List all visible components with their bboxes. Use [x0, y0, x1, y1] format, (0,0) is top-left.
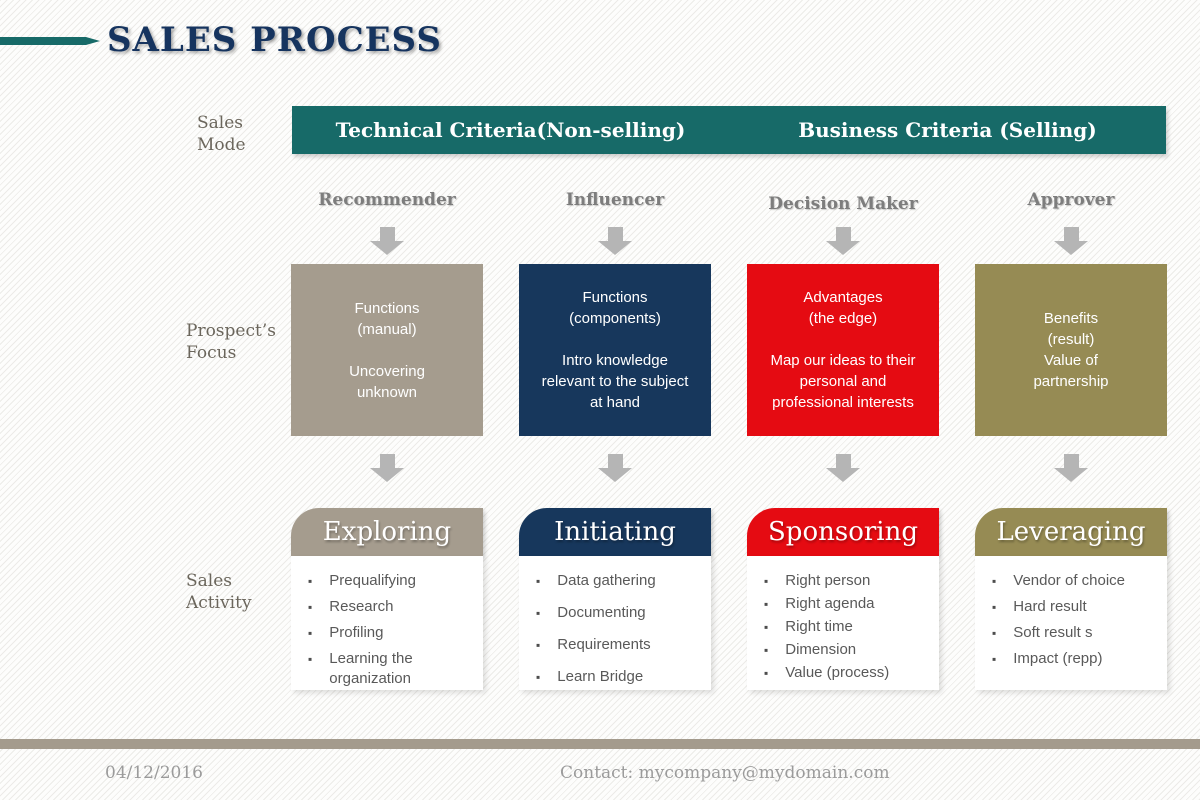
footer-date: 04/12/2016: [105, 763, 203, 783]
down-arrow-icon: [370, 454, 404, 482]
stage-header-exploring: Exploring: [291, 508, 483, 556]
focus-box: Advantages (the edge) Map our ideas to t…: [747, 264, 939, 436]
row-label-sales-activity: Sales Activity: [186, 571, 252, 613]
column-influencer: Influencer Functions (components) Intro …: [519, 0, 711, 800]
down-arrow-icon: [370, 227, 404, 255]
role-label: Decision Maker: [768, 194, 918, 214]
focus-box: Functions (manual) Uncovering unknown: [291, 264, 483, 436]
activity-panel: Prequalifying Research Profiling Learnin…: [291, 556, 483, 690]
activity-item: Right time: [764, 617, 931, 637]
activity-item: Profiling: [308, 623, 475, 643]
activity-list: Data gathering Documenting Requirements …: [536, 571, 703, 687]
column-approver: Approver Benefits (result) Value of part…: [975, 0, 1167, 800]
down-arrow-icon: [826, 227, 860, 255]
column-recommender: Recommender Functions (manual) Uncoverin…: [291, 0, 483, 800]
down-arrow-icon: [598, 454, 632, 482]
banner-technical-criteria: Technical Criteria(Non-selling): [335, 118, 686, 142]
activity-item: Learning the organization: [308, 649, 475, 689]
activity-list: Right person Right agenda Right time Dim…: [764, 571, 931, 683]
footer-divider-bar: [0, 739, 1200, 749]
column-decision-maker: Decision Maker Advantages (the edge) Map…: [747, 0, 939, 800]
page-title: SALES PROCESS: [107, 20, 442, 60]
activity-item: Hard result: [992, 597, 1159, 617]
down-arrow-icon: [598, 227, 632, 255]
focus-box: Benefits (result) Value of partnership: [975, 264, 1167, 436]
activity-item: Documenting: [536, 603, 703, 623]
focus-box: Functions (components) Intro knowledge r…: [519, 264, 711, 436]
row-label-sales-mode: Sales Mode: [197, 113, 246, 155]
activity-item: Research: [308, 597, 475, 617]
activity-item: Vendor of choice: [992, 571, 1159, 591]
title-accent-dash-icon: [0, 37, 100, 45]
activity-panel: Data gathering Documenting Requirements …: [519, 556, 711, 690]
activity-item: Prequalifying: [308, 571, 475, 591]
stage-header-initiating: Initiating: [519, 508, 711, 556]
activity-item: Value (process): [764, 663, 931, 683]
footer-contact: Contact: mycompany@mydomain.com: [560, 763, 890, 783]
row-label-prospects-focus: Prospect’s Focus: [186, 321, 276, 363]
down-arrow-icon: [1054, 227, 1088, 255]
role-label: Influencer: [565, 190, 665, 210]
activity-item: Learn Bridge: [536, 667, 703, 687]
activity-item: Right person: [764, 571, 931, 591]
activity-item: Requirements: [536, 635, 703, 655]
activity-item: Dimension: [764, 640, 931, 660]
down-arrow-icon: [1054, 454, 1088, 482]
stage-header-sponsoring: Sponsoring: [747, 508, 939, 556]
activity-item: Impact (repp): [992, 649, 1159, 669]
activity-list: Prequalifying Research Profiling Learnin…: [308, 571, 475, 689]
banner-business-criteria: Business Criteria (Selling): [798, 118, 1097, 142]
activity-item: Data gathering: [536, 571, 703, 591]
activity-list: Vendor of choice Hard result Soft result…: [992, 571, 1159, 669]
role-label: Approver: [1027, 190, 1115, 210]
role-label: Recommender: [318, 190, 456, 210]
stage-header-leveraging: Leveraging: [975, 508, 1167, 556]
activity-panel: Vendor of choice Hard result Soft result…: [975, 556, 1167, 690]
activity-panel: Right person Right agenda Right time Dim…: [747, 556, 939, 690]
activity-item: Right agenda: [764, 594, 931, 614]
down-arrow-icon: [826, 454, 860, 482]
activity-item: Soft result s: [992, 623, 1159, 643]
sales-mode-banner: Technical Criteria(Non-selling) Business…: [292, 106, 1166, 154]
